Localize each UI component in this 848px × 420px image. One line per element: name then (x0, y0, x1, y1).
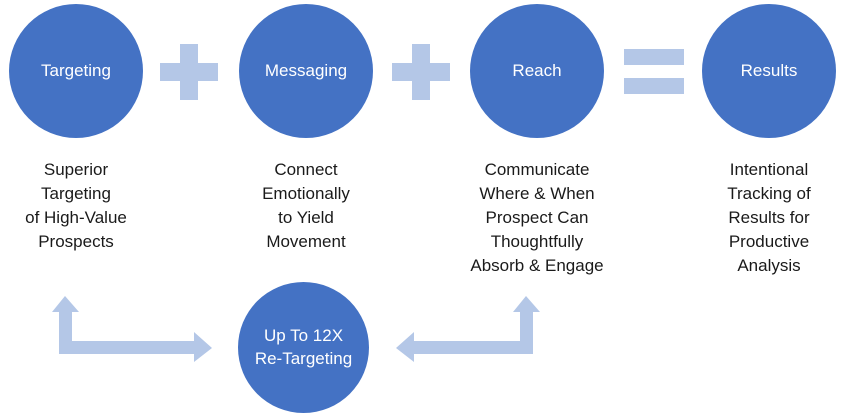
retargeting-circle: Up To 12X Re-Targeting (238, 282, 369, 413)
equals-icon (624, 49, 684, 94)
plus-icon (160, 44, 218, 100)
step-description-targeting: Superior Targeting of High-Value Prospec… (25, 160, 127, 251)
step-label-results: Results (740, 60, 798, 80)
plus-icon (392, 44, 450, 100)
retargeting-arrow-right (396, 296, 540, 362)
step-circle-reach: Reach (470, 4, 604, 138)
step-description-messaging: Connect Emotionally to Yield Movement (262, 160, 350, 251)
step-circle-messaging: Messaging (239, 4, 373, 138)
step-label-reach: Reach (512, 60, 562, 80)
step-label-messaging: Messaging (264, 60, 348, 80)
retargeting-arrow-left (52, 296, 212, 362)
step-circle-targeting: Targeting (9, 4, 143, 138)
step-label-targeting: Targeting (41, 60, 111, 80)
retargeting-label: Up To 12X Re-Targeting (254, 326, 353, 368)
step-circle-results: Results (702, 4, 836, 138)
step-description-reach: Communicate Where & When Prospect Can Th… (470, 160, 604, 275)
step-description-results: Intentional Tracking of Results for Prod… (727, 160, 811, 275)
